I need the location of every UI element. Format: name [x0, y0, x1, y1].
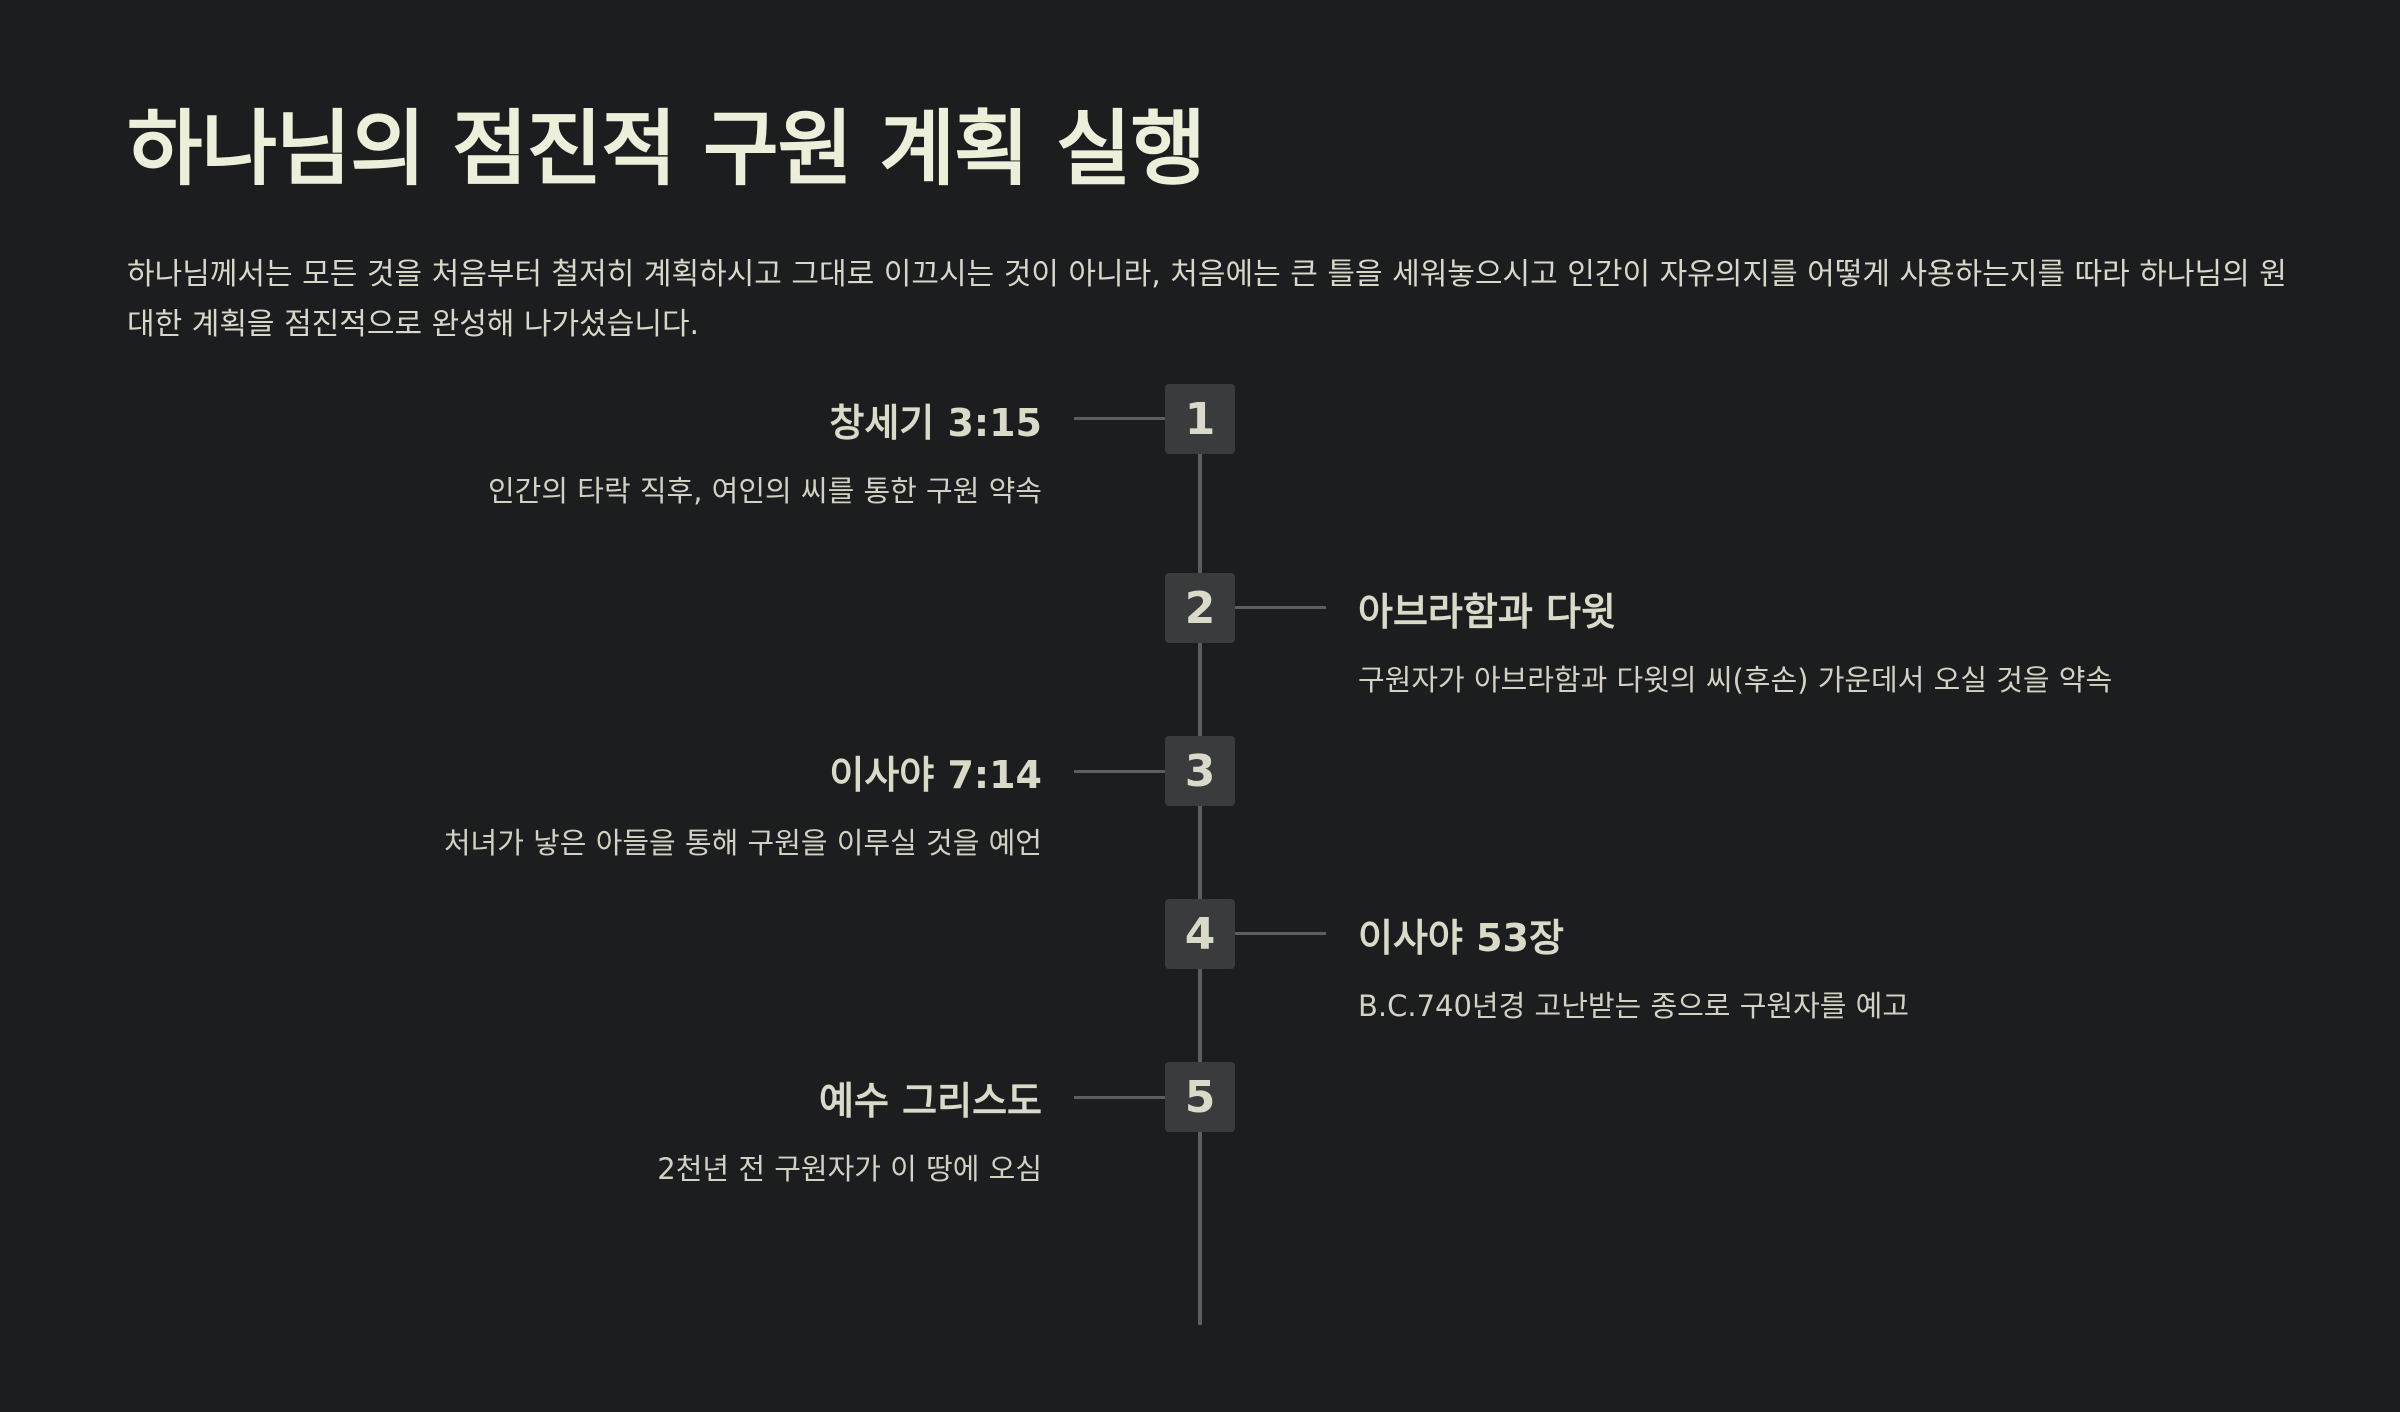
timeline-item-title: 이사야 7:14 [829, 753, 1042, 797]
step-number-badge: 1 [1165, 384, 1235, 454]
intro-paragraph: 하나님께서는 모든 것을 처음부터 철저히 계획하시고 그대로 이끄시는 것이 … [127, 257, 2287, 342]
timeline-item-desc: 구원자가 아브라함과 다윗의 씨(후손) 가운데서 오실 것을 약속 [1358, 663, 2113, 697]
connector [1074, 770, 1166, 773]
step-number-badge: 4 [1165, 899, 1235, 969]
page-title: 하나님의 점진적 구원 계획 실행 [127, 102, 1206, 197]
step-number-badge: 5 [1165, 1062, 1235, 1132]
timeline-item-desc: 처녀가 낳은 아들을 통해 구원을 이루실 것을 예언 [443, 826, 1042, 860]
timeline-item-title: 창세기 3:15 [829, 401, 1042, 445]
step-number-badge: 2 [1165, 573, 1235, 643]
timeline-item-title: 아브라함과 다윗 [1358, 590, 1616, 634]
connector [1074, 1096, 1166, 1099]
connector [1234, 606, 1326, 609]
timeline-item-title: 이사야 53장 [1358, 916, 1564, 960]
timeline-line [1198, 419, 1202, 1325]
step-number-badge: 3 [1165, 736, 1235, 806]
connector [1074, 417, 1166, 420]
connector [1234, 932, 1326, 935]
timeline-item-desc: 2천년 전 구원자가 이 땅에 오심 [657, 1152, 1042, 1186]
timeline-item-title: 예수 그리스도 [819, 1079, 1042, 1123]
timeline-item-desc: B.C.740년경 고난받는 종으로 구원자를 예고 [1358, 989, 1910, 1023]
timeline-item-desc: 인간의 타락 직후, 여인의 씨를 통한 구원 약속 [488, 474, 1042, 508]
